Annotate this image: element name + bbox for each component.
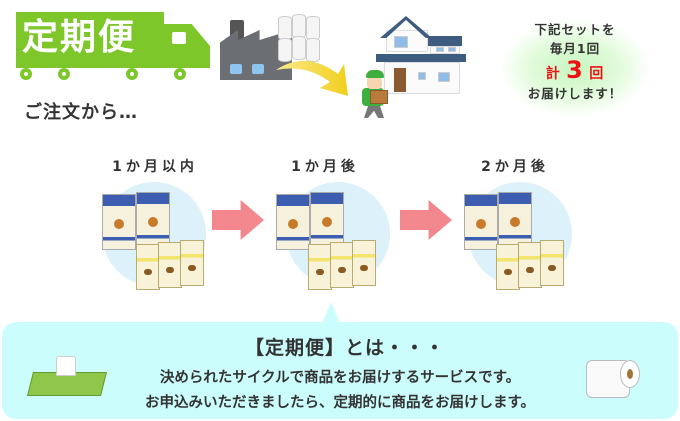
step-label: 2か月後 — [481, 159, 549, 175]
truck-cab — [164, 24, 210, 68]
step-2: 1か月後 — [250, 150, 400, 300]
toilet-paper-package-icon — [136, 192, 170, 248]
info-total-number: 3 — [566, 56, 584, 84]
callout-pointer — [322, 302, 340, 324]
step-label: 1か月後 — [291, 159, 359, 175]
factory-window — [252, 64, 264, 74]
info-line-3: 計 3 回 — [500, 58, 650, 84]
delivery-info: 下記セットを 毎月1回 計 3 回 お届けします！ — [500, 20, 650, 103]
factory-window — [230, 64, 242, 74]
callout-line-2: お申込みいただきましたら、定期的に商品をお届けします。 — [144, 395, 536, 411]
wheel-icon — [174, 68, 186, 80]
tissue-box-pack-icon — [308, 244, 332, 290]
info-total-prefix: 計 — [545, 66, 561, 82]
house-icon — [376, 16, 466, 94]
parcel-icon — [370, 90, 388, 104]
callout-line-1: 決められたサイクルで商品をお届けするサービスです。 — [159, 370, 521, 386]
toilet-paper-package-icon — [102, 194, 136, 250]
info-line-2: 毎月1回 — [549, 41, 601, 56]
door — [394, 68, 406, 92]
truck-window — [172, 32, 186, 44]
step-3: 2か月後 — [440, 150, 590, 300]
tissue-box-pack-icon — [540, 240, 564, 286]
factory-icon — [220, 14, 350, 84]
step-1: 1か月以内 — [80, 150, 230, 300]
page-title: 定期便 — [22, 17, 137, 58]
tissue-box-pack-icon — [330, 242, 354, 288]
order-subtitle: ご注文から… — [24, 102, 138, 123]
tissue-box-pack-icon — [158, 242, 182, 288]
tissue-box-pack-icon — [518, 242, 542, 288]
info-total-suffix: 回 — [589, 66, 605, 82]
tissue-box-icon — [27, 354, 108, 404]
toilet-paper-package-icon — [310, 192, 344, 248]
wheel-icon — [58, 68, 70, 80]
info-line-1: 下記セットを — [534, 22, 616, 37]
wheel-icon — [20, 68, 32, 80]
delivery-arrow-icon — [276, 60, 348, 96]
teikibin-truck-logo: 定期便 — [14, 10, 210, 80]
tissue-box-pack-icon — [496, 244, 520, 290]
toilet-paper-roll-icon — [582, 356, 644, 406]
callout-title: 【定期便】とは・・・ — [244, 337, 445, 359]
info-line-4: お届けします！ — [527, 86, 623, 101]
truck-body — [16, 12, 164, 68]
toilet-paper-package-icon — [498, 192, 532, 248]
toilet-paper-package-icon — [464, 194, 498, 250]
wheel-icon — [126, 68, 138, 80]
toilet-paper-stack-icon — [276, 14, 322, 66]
toilet-paper-package-icon — [276, 194, 310, 250]
courier-icon — [358, 70, 392, 120]
tissue-box-pack-icon — [136, 244, 160, 290]
step-label: 1か月以内 — [112, 159, 198, 175]
definition-callout — [2, 322, 678, 419]
tissue-box-pack-icon — [352, 240, 376, 286]
info-glow — [500, 20, 650, 116]
tissue-box-pack-icon — [180, 240, 204, 286]
